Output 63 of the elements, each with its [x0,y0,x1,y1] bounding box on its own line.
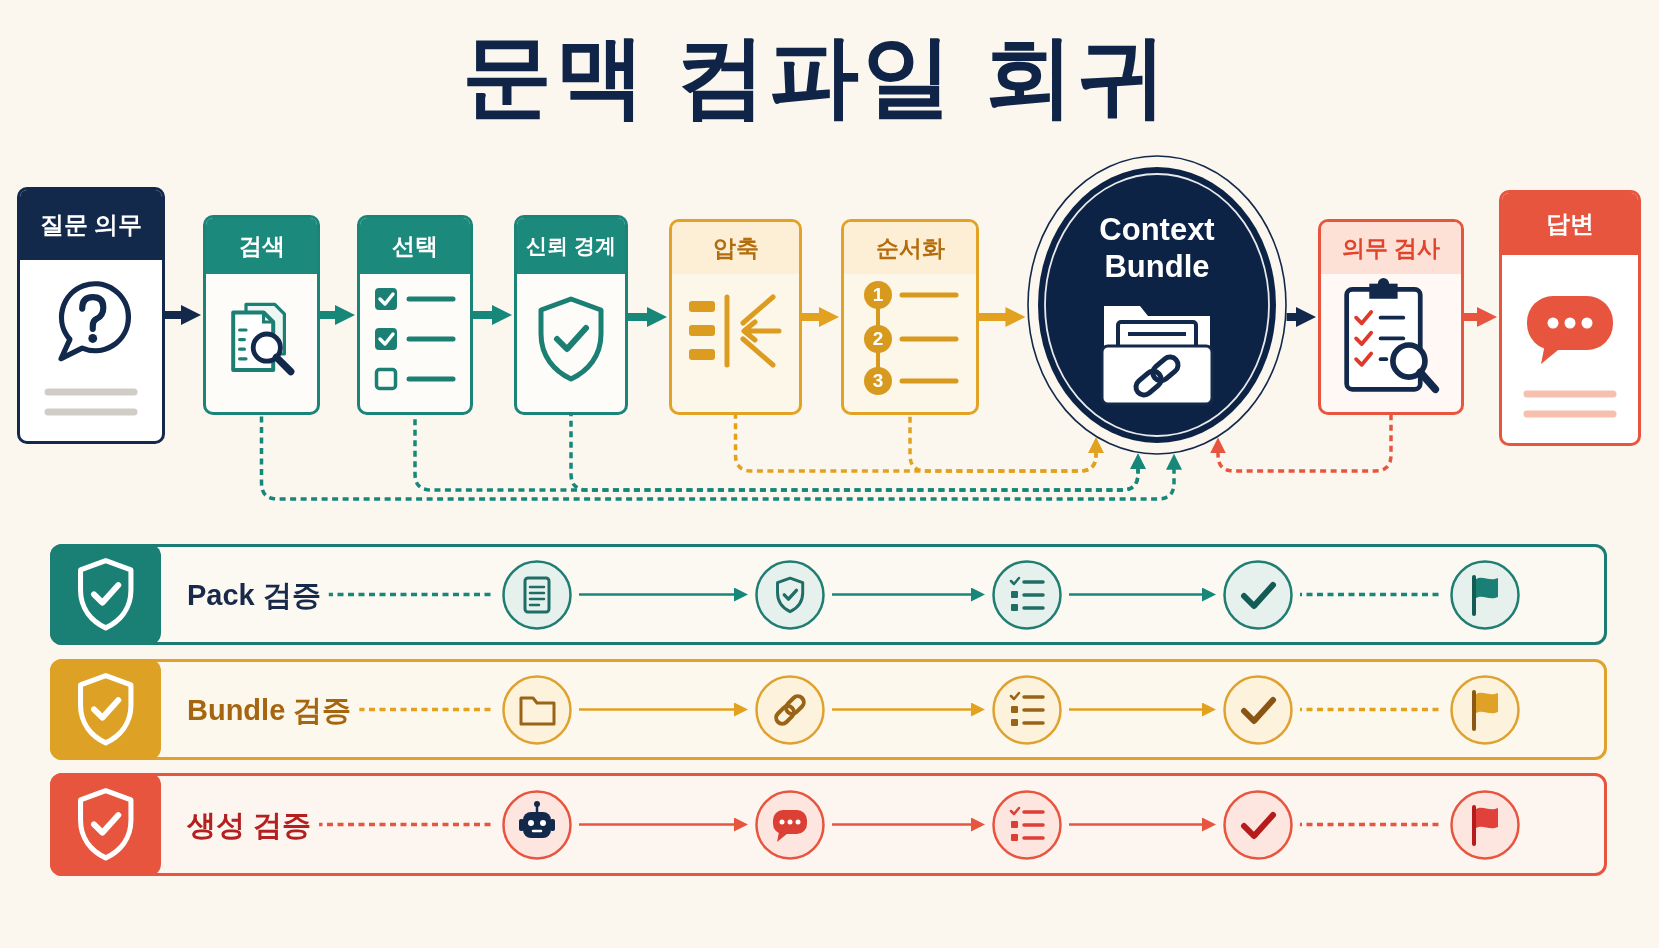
arrow [320,305,355,325]
arrow [1069,587,1216,602]
validation-band [50,773,1607,876]
flag-icon [1450,559,1520,630]
shield-check-icon [755,559,825,630]
robot-icon [502,789,572,860]
card-header: 의무 검사 [1321,222,1461,274]
arrow [579,702,748,717]
list-number: 1 [872,285,884,305]
context-bundle-circle [1027,155,1287,455]
band-label: Pack 검증 [187,574,321,615]
arrow [832,817,985,832]
arrow [165,305,201,325]
document-icon [502,559,572,630]
arrow [832,587,985,602]
process-card [841,219,979,415]
dashed-arrow [1210,415,1393,473]
process-card [357,215,473,415]
process-card [203,215,320,415]
arrow [1069,702,1216,717]
dashed-arrow [908,415,1104,473]
process-card [17,187,165,444]
arrow [579,817,748,832]
bundle-title: Context Bundle [1099,211,1215,285]
validation-band [50,659,1607,760]
arrow [979,307,1026,327]
process-card [1318,219,1464,415]
dashed-arrow [569,415,1146,492]
process-card [669,219,802,415]
link-icon [755,674,825,745]
arrow [1069,817,1216,832]
checklist-icon [992,789,1062,860]
checklist-icon [992,559,1062,630]
card-header: 순서화 [844,222,976,274]
chat-bubble-icon [755,789,825,860]
arrow [832,702,985,717]
folder-icon [502,674,572,745]
card-header: 답변 [1502,193,1638,255]
list-number: 3 [872,371,884,391]
validation-band [50,544,1607,645]
arrow [1464,307,1497,327]
card-header: 질문 의무 [20,190,162,260]
card-header: 압축 [672,222,799,274]
process-card [514,215,628,415]
process-card [1499,190,1641,446]
list-number: 2 [872,329,884,349]
dashed-arrow [259,415,1182,501]
arrow [473,305,512,325]
checklist-icon [992,674,1062,745]
diagram-title: 문맥 컴파일 회귀 [462,26,1170,126]
arrow [802,307,839,327]
arrow [628,307,667,327]
flag-icon [1450,674,1520,745]
checkmark-icon [1223,674,1293,745]
checkmark-icon [1223,789,1293,860]
card-header: 검색 [206,218,317,274]
card-header: 선택 [360,218,470,274]
flag-icon [1450,789,1520,860]
arrow [579,587,748,602]
card-header: 신뢰 경계 [517,218,625,274]
band-label: 생성 검증 [187,804,312,845]
band-label: Bundle 검증 [187,689,352,730]
checkmark-icon [1223,559,1293,630]
